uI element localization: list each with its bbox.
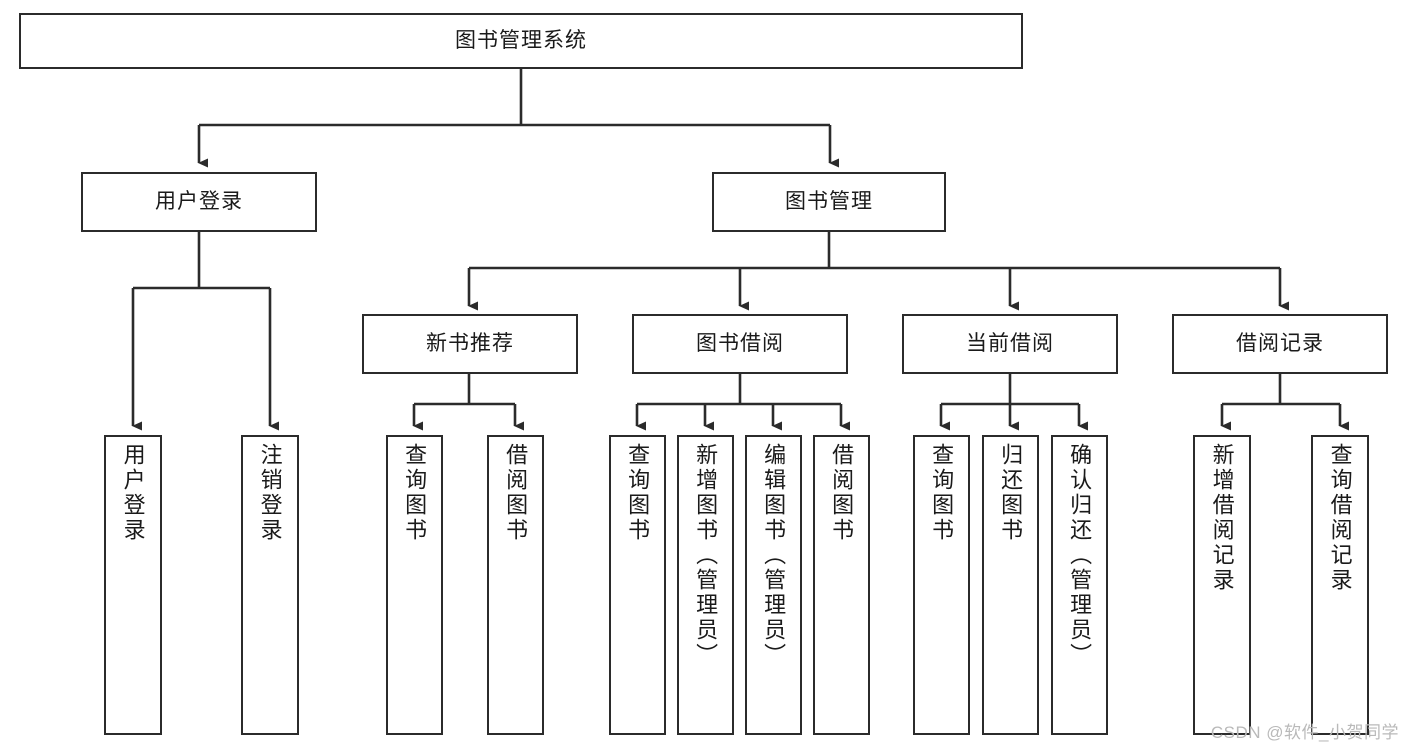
node-leaf-edit-book-admin[interactable]: 编辑图书（管理员） <box>745 435 802 735</box>
node-current-borrow[interactable]: 当前借阅 <box>902 314 1118 374</box>
node-book-management-label: 图书管理 <box>785 189 873 213</box>
node-book-borrow-label: 图书借阅 <box>696 331 784 355</box>
node-leaf-current-query-book[interactable]: 查询图书 <box>913 435 970 735</box>
csdn-watermark: CSDN @软件_小贺同学 <box>1210 723 1399 742</box>
node-new-book-recommend[interactable]: 新书推荐 <box>362 314 578 374</box>
node-leaf-return-book-label: 归还图书 <box>998 443 1024 543</box>
node-leaf-logout-label: 注销登录 <box>257 443 283 543</box>
node-leaf-query-borrow-record-label: 查询借阅记录 <box>1327 443 1353 593</box>
node-leaf-confirm-return-admin[interactable]: 确认归还（管理员） <box>1051 435 1108 735</box>
node-user-login-label: 用户登录 <box>155 189 243 213</box>
node-root-book-management-system[interactable]: 图书管理系统 <box>19 13 1023 69</box>
node-user-login[interactable]: 用户登录 <box>81 172 317 232</box>
node-borrow-record[interactable]: 借阅记录 <box>1172 314 1388 374</box>
node-leaf-current-query-book-label: 查询图书 <box>929 443 955 543</box>
node-leaf-recommend-query-book[interactable]: 查询图书 <box>386 435 443 735</box>
node-leaf-recommend-borrow-book[interactable]: 借阅图书 <box>487 435 544 735</box>
node-leaf-logout[interactable]: 注销登录 <box>241 435 299 735</box>
node-leaf-add-borrow-record-label: 新增借阅记录 <box>1209 443 1235 593</box>
node-leaf-edit-book-admin-label: 编辑图书（管理员） <box>761 443 787 668</box>
node-leaf-borrow-book-label: 借阅图书 <box>829 443 855 543</box>
node-leaf-add-book-admin[interactable]: 新增图书（管理员） <box>677 435 734 735</box>
node-leaf-add-borrow-record[interactable]: 新增借阅记录 <box>1193 435 1251 735</box>
node-leaf-user-login-label: 用户登录 <box>120 443 146 543</box>
node-leaf-borrow-query-book-label: 查询图书 <box>625 443 651 543</box>
node-leaf-query-borrow-record[interactable]: 查询借阅记录 <box>1311 435 1369 735</box>
node-current-borrow-label: 当前借阅 <box>966 331 1054 355</box>
node-leaf-recommend-query-book-label: 查询图书 <box>402 443 428 543</box>
node-root-label: 图书管理系统 <box>455 28 587 52</box>
node-leaf-add-book-admin-label: 新增图书（管理员） <box>693 443 719 668</box>
node-new-book-recommend-label: 新书推荐 <box>426 331 514 355</box>
node-leaf-borrow-book[interactable]: 借阅图书 <box>813 435 870 735</box>
node-borrow-record-label: 借阅记录 <box>1236 331 1324 355</box>
node-leaf-recommend-borrow-book-label: 借阅图书 <box>503 443 529 543</box>
node-leaf-borrow-query-book[interactable]: 查询图书 <box>609 435 666 735</box>
node-book-borrow[interactable]: 图书借阅 <box>632 314 848 374</box>
node-book-management[interactable]: 图书管理 <box>712 172 946 232</box>
node-leaf-return-book[interactable]: 归还图书 <box>982 435 1039 735</box>
node-leaf-user-login[interactable]: 用户登录 <box>104 435 162 735</box>
node-leaf-confirm-return-admin-label: 确认归还（管理员） <box>1067 443 1093 668</box>
